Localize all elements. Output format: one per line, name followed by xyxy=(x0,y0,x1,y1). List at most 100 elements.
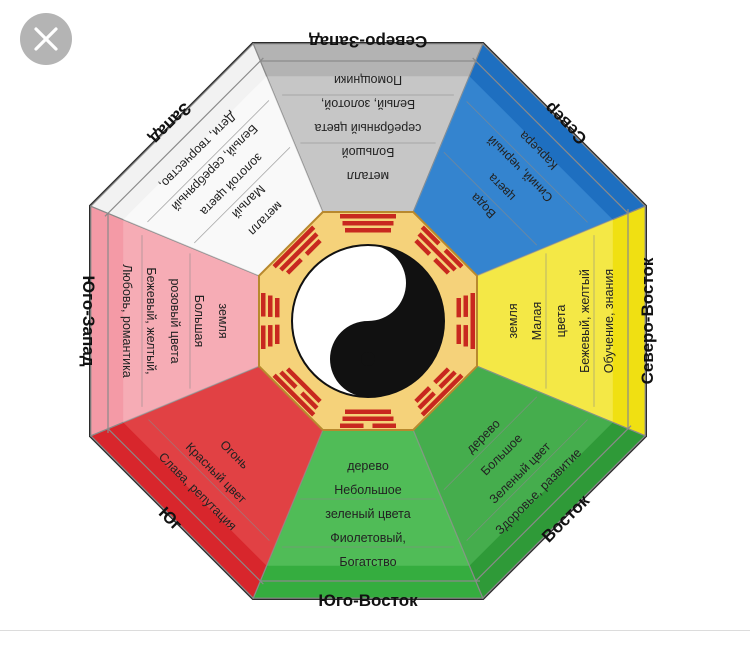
sector-line: Белый, золотой, xyxy=(321,97,415,111)
trigram-bar xyxy=(463,325,468,347)
trigram-bar xyxy=(268,295,273,317)
trigram xyxy=(340,214,396,233)
sector-text: Юго-Запад Любовь, романтика Бежевый, желты… xyxy=(79,209,230,433)
sector-line: металл xyxy=(347,169,389,183)
trigram-bar xyxy=(304,238,322,256)
trigram-bar xyxy=(456,324,461,344)
sector-line: Бежевый, желтый, xyxy=(144,267,158,374)
sector-line: Большая xyxy=(192,295,206,347)
trigram xyxy=(414,225,464,275)
sector-line: Малая xyxy=(530,302,544,341)
trigram-bar xyxy=(345,228,391,233)
sector-line: розовый цвета xyxy=(168,278,182,363)
sector-inner-band xyxy=(413,366,613,566)
trigram-bar xyxy=(272,225,316,269)
trigram-bar xyxy=(420,225,441,246)
trigram-bar xyxy=(463,295,468,317)
sector-north-east: Северо-Восток Обучение, знания Бежевый, же… xyxy=(476,205,657,437)
sector-inner-band xyxy=(123,366,323,566)
sector-line-divider xyxy=(194,147,291,244)
trigram-bar xyxy=(414,238,432,256)
trigram-bar xyxy=(417,391,436,410)
sector-direction: Юго-Восток xyxy=(318,591,418,610)
trigram-bar xyxy=(279,370,298,389)
trigram-bar xyxy=(414,386,432,404)
sector-inner-band xyxy=(266,430,470,566)
sector-line: дерево xyxy=(347,459,389,473)
trigram-bar xyxy=(275,324,280,344)
sector-direction: Северо-Запад xyxy=(309,32,428,51)
trigram-bar xyxy=(340,423,364,428)
trigram-bar xyxy=(456,298,461,318)
sector-line-divider xyxy=(466,101,588,223)
sector-line: Обучение, знания xyxy=(602,269,616,373)
trigram-bar xyxy=(285,367,322,404)
divider xyxy=(0,630,750,631)
sector-direction: Юго-Запад xyxy=(79,275,98,366)
sector-line: Большой xyxy=(342,145,395,159)
sector-line: серебряный цвета xyxy=(315,121,422,135)
close-button[interactable] xyxy=(20,13,72,65)
trigram xyxy=(272,225,322,275)
trigram-bar xyxy=(272,373,316,417)
trigram-bar xyxy=(300,391,319,410)
trigram xyxy=(272,367,322,417)
trigram-bar xyxy=(285,257,303,275)
trigram-bar xyxy=(261,292,266,317)
trigram-bar xyxy=(342,221,394,226)
sector-line: Бежевый, желтый xyxy=(578,269,592,373)
sector-text: Юго-Восток Богатство Фиолетовый, зеленый цв… xyxy=(256,459,480,610)
sector-line: земля xyxy=(506,303,520,338)
trigram-bar xyxy=(417,232,457,272)
trigram xyxy=(261,292,280,349)
sector-south-west: Юго-Запад Любовь, романтика Бежевый, желты… xyxy=(79,205,260,437)
trigram-bar xyxy=(340,214,396,219)
sector-inner-band xyxy=(413,76,613,276)
trigram-bar xyxy=(433,257,451,275)
trigram-bar xyxy=(438,370,457,389)
sector-divider xyxy=(104,57,264,217)
sector-inner-band xyxy=(123,76,323,276)
yin-yang-icon xyxy=(291,244,445,398)
sector-line: Фиолетовый, xyxy=(330,531,406,545)
sector-direction: Северо-Восток xyxy=(638,257,657,384)
sector-line-divider xyxy=(443,151,538,246)
sector-line: цвета xyxy=(554,305,568,338)
trigram-bar xyxy=(342,416,394,421)
trigram-bar xyxy=(372,423,396,428)
sector-line-divider xyxy=(147,100,270,223)
sector-divider xyxy=(472,425,632,585)
trigram-bar xyxy=(443,248,464,269)
trigram-bar xyxy=(433,367,451,385)
sector-inner-band xyxy=(266,76,470,212)
trigram xyxy=(414,367,464,417)
sector-line-divider xyxy=(148,419,270,541)
trigram xyxy=(456,293,475,349)
trigram-bar xyxy=(275,298,280,318)
trigram-bar xyxy=(279,232,319,272)
trigram-bar xyxy=(261,325,266,349)
sector-inner-band xyxy=(123,219,259,423)
sector-line-divider xyxy=(466,419,588,541)
sector-divider xyxy=(104,425,264,585)
sector-line: Любовь, романтика xyxy=(120,264,134,378)
sector-line: земля xyxy=(216,303,230,338)
trigram-bar xyxy=(268,325,273,347)
trigram-bar xyxy=(345,409,391,414)
sector-line-divider xyxy=(443,396,538,491)
sector-line: зеленый цвета xyxy=(325,507,410,521)
trigram-bar xyxy=(420,373,464,417)
sector-divider xyxy=(472,57,632,217)
trigram xyxy=(340,409,396,428)
sector-south-east: Юго-Восток Богатство Фиолетовый, зеленый цв… xyxy=(252,429,484,610)
trigram-bar xyxy=(470,293,475,349)
close-icon xyxy=(34,27,58,51)
sector-line: Небольшое xyxy=(334,483,401,497)
sector-line: Богатство xyxy=(339,555,396,569)
sector-text: Северо-Восток Обучение, знания Бежевый, же… xyxy=(506,209,657,433)
